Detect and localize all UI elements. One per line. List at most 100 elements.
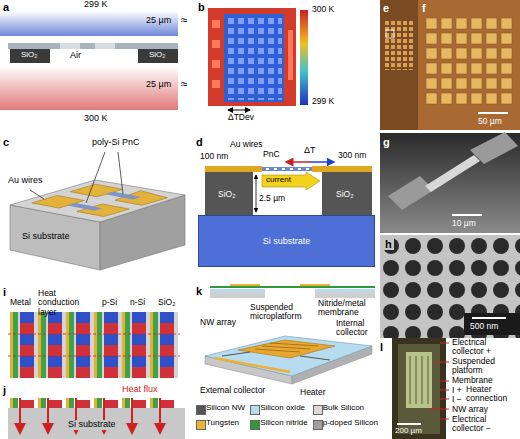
panel-d-art-shape <box>282 168 285 170</box>
label: Internal collector <box>336 319 376 338</box>
panel-l-photo-shape <box>398 344 440 434</box>
panel-d-art-shape <box>298 168 301 170</box>
panel-ef-photo-shape <box>424 16 514 106</box>
panel-k-art-shape <box>230 284 260 286</box>
label: Metal <box>10 298 31 307</box>
label: SiO₂ <box>149 51 165 60</box>
panel-l-photo-shape <box>440 399 449 400</box>
panel-l-photo-shape <box>422 356 423 404</box>
panel-letter: e <box>383 2 389 14</box>
label: Membrane <box>452 376 493 385</box>
panel-d-art-shape <box>274 168 277 170</box>
band-text: Si substrate <box>263 236 311 246</box>
panel-l-photo <box>392 338 449 439</box>
label: SiO₂ <box>21 51 37 60</box>
panel-letter: d <box>196 136 203 148</box>
panel-d-art-shape <box>310 161 334 163</box>
label: p-Si <box>102 298 117 307</box>
label: Au wires <box>230 140 263 149</box>
panel-i-art-shape <box>10 312 178 378</box>
label: Heat flux <box>122 385 158 395</box>
panel-l-photo-shape <box>440 419 449 420</box>
legend-text: Tungsten <box>206 419 239 428</box>
panel-d-art-shape <box>306 168 309 170</box>
label: 200 µm <box>395 427 422 436</box>
panel-a-art-shape <box>0 11 178 36</box>
panel-d-art-shape <box>205 172 253 215</box>
substrate-band: Si substrate <box>198 215 375 267</box>
label: 50 µm <box>478 117 502 126</box>
legend-swatch <box>250 420 260 430</box>
panel-b-art-shape <box>212 80 220 88</box>
panel-a-art-shape <box>138 49 178 63</box>
panel-j-art <box>8 398 185 439</box>
panel-k-art-shape <box>215 358 290 372</box>
panel-b-art-shape <box>288 30 293 80</box>
panel-a-art-shape <box>60 43 80 49</box>
panel-d-art-shape <box>205 166 262 172</box>
label: Heater connection <box>466 385 518 404</box>
panel-a-art-shape <box>95 43 115 49</box>
panel-b-art <box>208 8 308 110</box>
panel-g-sem-shape <box>388 176 434 210</box>
panel-c-art-shape <box>30 190 44 199</box>
panel-b-art-shape <box>228 110 250 111</box>
legend-text: Silicon nitride <box>260 419 308 428</box>
panel-l-photo-shape <box>440 343 449 344</box>
panel-letter: l <box>380 341 383 353</box>
label: current <box>266 176 291 185</box>
panel-k-art-shape <box>265 289 315 298</box>
panel-g-sem-shape <box>380 133 520 233</box>
panel-j-art-shape <box>19 398 21 433</box>
panel-l-photo-shape <box>416 356 417 404</box>
panel-j-art-shape <box>8 408 185 439</box>
label: 300 nm <box>338 151 366 160</box>
panel-i-art-shape <box>8 334 180 335</box>
panel-l-photo-shape <box>430 409 449 410</box>
label: PnC <box>263 150 280 159</box>
panel-d-art-shape <box>286 161 310 163</box>
legend-text: Silicon oxide <box>260 404 305 413</box>
legend-text: Silicon NW <box>206 404 245 413</box>
panel-l-photo-shape <box>434 362 449 363</box>
panel-l-photo-shape <box>440 381 449 382</box>
legend-swatch <box>313 420 323 430</box>
panel-b-art-shape <box>212 60 220 68</box>
panel-a-art-shape <box>8 43 178 49</box>
panel-a-art <box>0 11 178 110</box>
label: 300 K <box>312 5 334 14</box>
panel-b-art-shape <box>224 14 284 102</box>
panel-h-sem-shape <box>380 235 520 338</box>
panel-l-photo-shape <box>392 338 446 439</box>
panel-d-art-shape <box>322 172 372 215</box>
panel-ef-photo-shape <box>386 30 394 38</box>
panel-h-sem-shape <box>380 235 520 338</box>
label: NW array <box>452 405 488 414</box>
panel-k-art-shape <box>238 340 335 358</box>
label: I − <box>452 395 462 404</box>
label: 500 nm <box>470 322 498 331</box>
panel-h-sem-shape <box>464 313 520 335</box>
panel-ef-photo-shape <box>478 112 508 114</box>
panel-i-art <box>8 312 180 378</box>
label: 100 nm <box>200 152 228 161</box>
panel-ef-photo-shape <box>384 20 414 70</box>
label: Suspended platform <box>452 357 518 376</box>
label: External collector <box>200 386 265 395</box>
panel-c-art-shape <box>86 152 105 203</box>
panel-d-art-shape <box>312 166 372 172</box>
panel-letter: a <box>3 1 9 13</box>
panel-letter: i <box>3 286 6 298</box>
panel-i-art-shape <box>10 312 178 378</box>
label: 10 µm <box>452 219 476 228</box>
panel-c-art-shape <box>10 180 185 222</box>
panel-k-art-shape <box>205 336 372 376</box>
label: 300 K <box>84 114 108 124</box>
panel-d-art-shape <box>262 167 312 171</box>
label: Electrical collector − <box>452 415 518 434</box>
label: ΔT <box>304 146 316 156</box>
label: poly-Si PnC <box>92 138 140 148</box>
label: 2.5 µm <box>259 194 285 203</box>
panel-c-art-shape <box>118 152 123 194</box>
